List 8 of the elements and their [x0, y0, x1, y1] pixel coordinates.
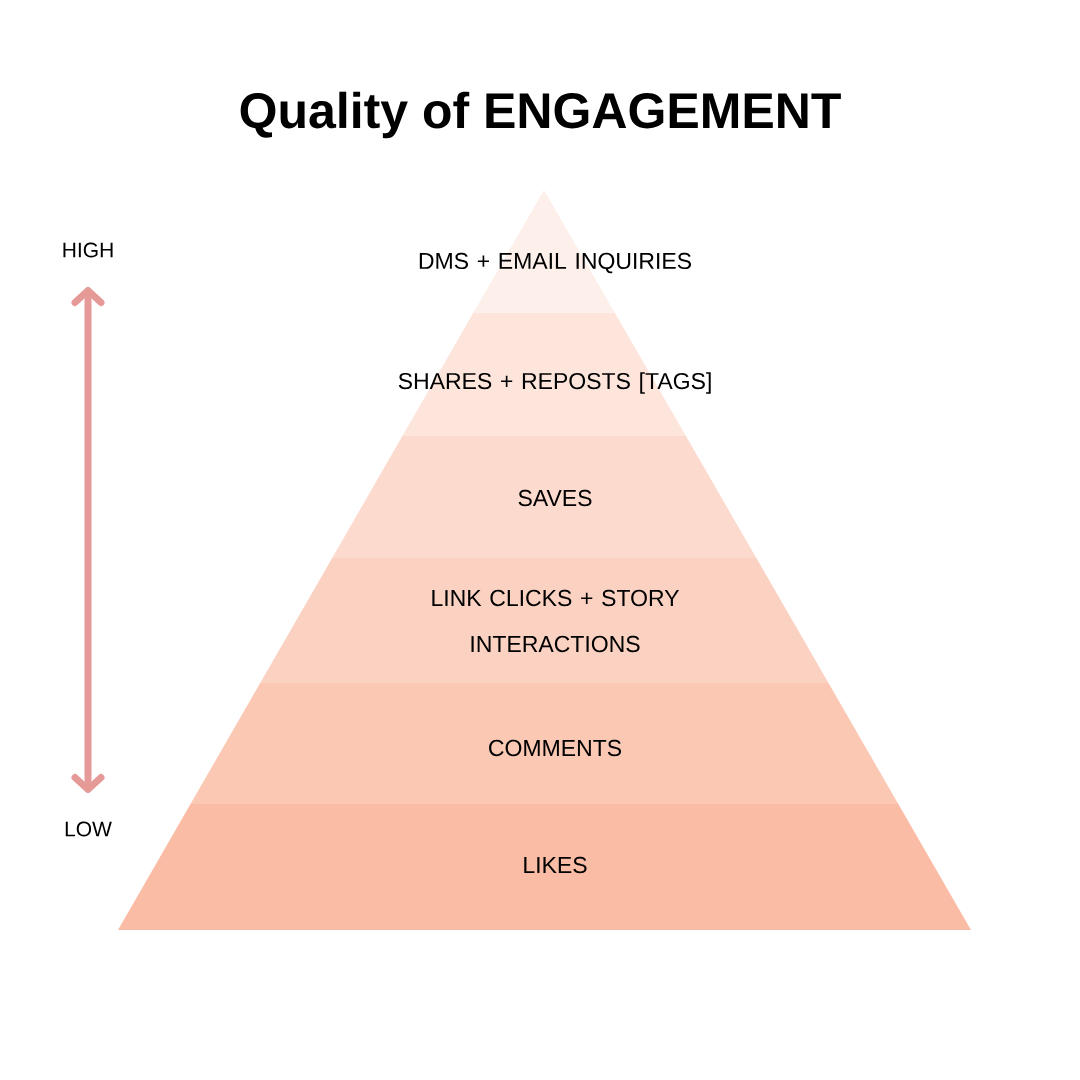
pyramid-band: LINK CLICKS + STORY INTERACTIONS [260, 558, 829, 683]
pyramid-band: COMMENTS [190, 683, 899, 804]
pyramid-tip: DMS + EMAIL INQUIRIES [419, 190, 691, 313]
pyramid-band: SAVES [332, 436, 757, 558]
pyramid-band: LIKES [118, 804, 971, 930]
scale-label: HIGH [63, 242, 113, 258]
pyramid-band: SHARES + REPOSTS [TAGS] [398, 313, 711, 436]
title: Quality of ENGAGEMENT [240, 91, 841, 139]
